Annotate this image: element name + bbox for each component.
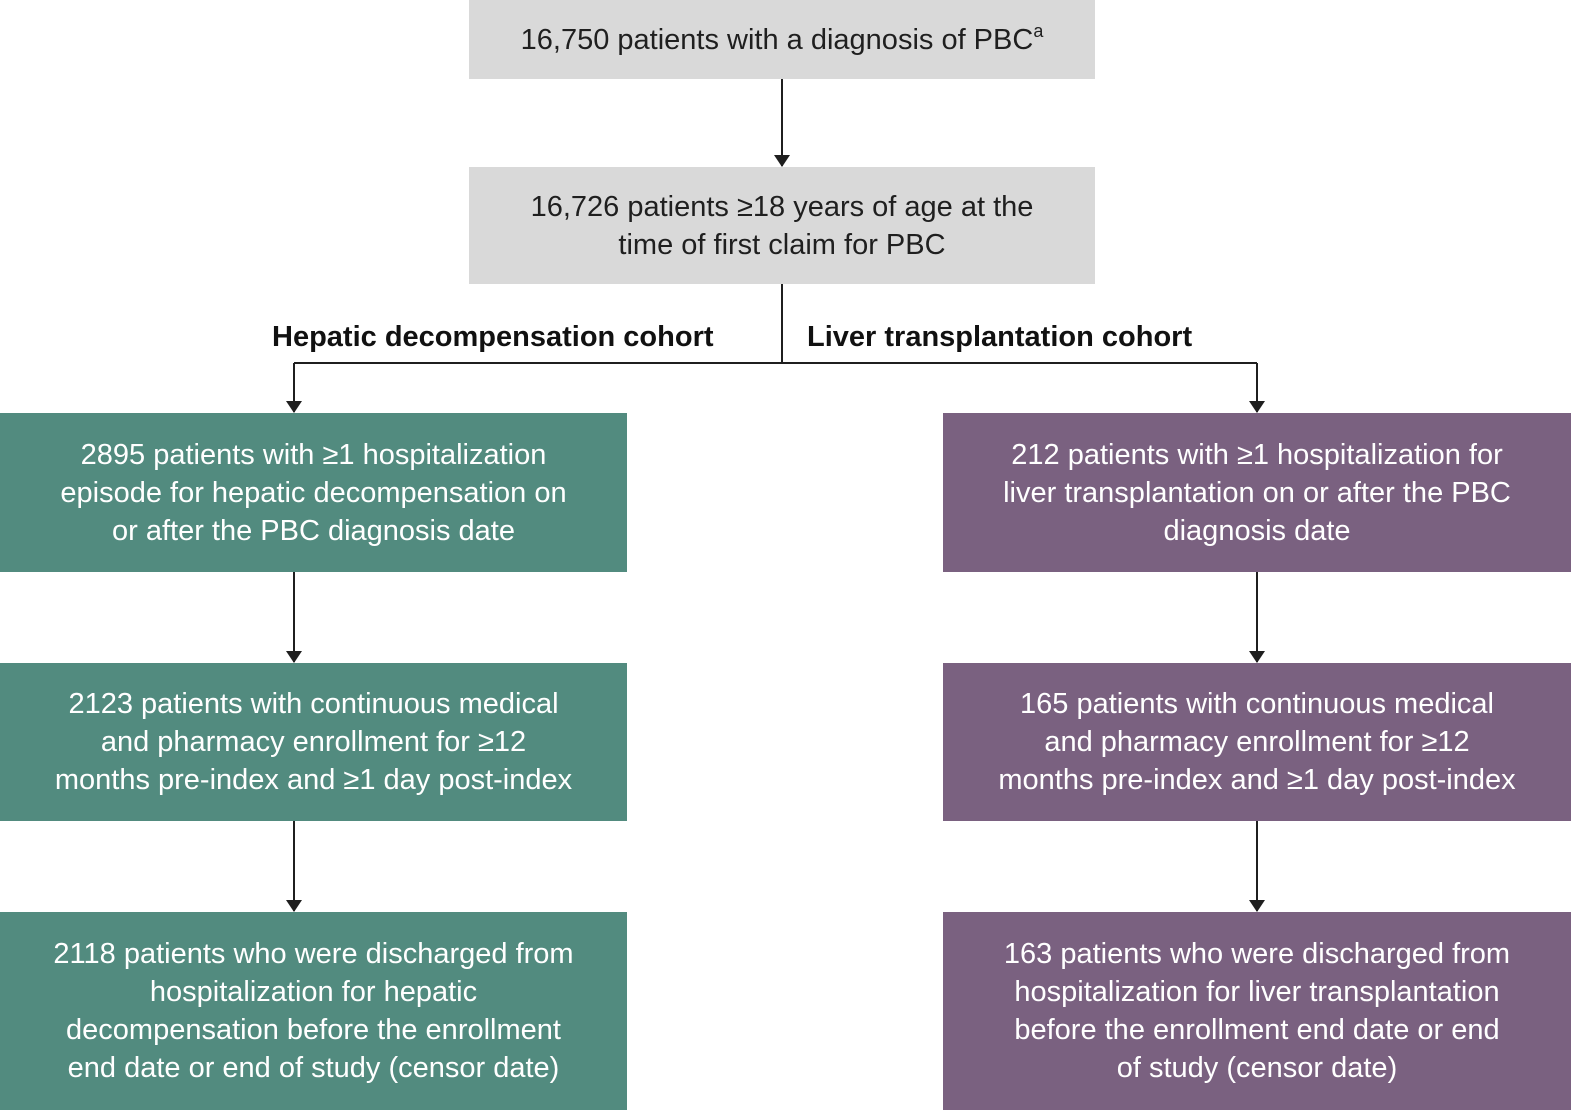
footnote-marker: a [1033, 20, 1044, 41]
liver-box-discharged: 163 patients who were discharged from ho… [943, 912, 1571, 1110]
hepatic-cohort-label: Hepatic decompensation cohort [272, 321, 714, 353]
hepatic-box-discharged: 2118 patients who were discharged from h… [0, 912, 627, 1110]
liver-box-line: 163 patients who were discharged from [1003, 938, 1511, 970]
liver-box-enrollment: 165 patients with continuous medical and… [943, 663, 1571, 821]
box-diagnosis-pbc-text: 16,750 patients with a diagnosis of PBC [520, 23, 1034, 56]
liver-box-line: and pharmacy enrollment for ≥12 [1044, 726, 1470, 758]
liver-box-line: of study (censor date) [1116, 1052, 1398, 1084]
liver-box-line: months pre-index and ≥1 day post-index [998, 764, 1516, 796]
hepatic-box-line: 2895 patients with ≥1 hospitalization [80, 438, 547, 471]
liver-box-line: liver transplantation on or after the PB… [1003, 476, 1511, 509]
liver-box-line: 212 patients with ≥1 hospitalization for [1011, 438, 1503, 471]
hepatic-box-line: or after the PBC diagnosis date [111, 514, 515, 547]
liver-cohort-label: Liver transplantation cohort [807, 321, 1193, 353]
liver-box-line: before the enrollment end date or end [1014, 1014, 1500, 1046]
hepatic-box-line: 2123 patients with continuous medical [68, 688, 559, 720]
liver-box-line: hospitalization for liver transplantatio… [1014, 976, 1500, 1008]
hepatic-box-hospitalization: 2895 patients with ≥1 hospitalization ep… [0, 413, 627, 572]
box-age-18-line: 16,726 patients ≥18 years of age at the [530, 190, 1034, 223]
hepatic-box-line: and pharmacy enrollment for ≥12 [100, 726, 527, 758]
hepatic-box-enrollment: 2123 patients with continuous medical an… [0, 663, 627, 821]
hepatic-box-line: hospitalization for hepatic [149, 976, 478, 1008]
hepatic-box-line: episode for hepatic decompensation on [60, 476, 567, 509]
hepatic-box-line: end date or end of study (censor date) [67, 1052, 560, 1084]
hepatic-box-line: months pre-index and ≥1 day post-index [54, 764, 573, 796]
hepatic-box-line: decompensation before the enrollment [66, 1014, 561, 1046]
liver-box-line: diagnosis date [1163, 514, 1351, 547]
hepatic-box-line: 2118 patients who were discharged from [53, 938, 574, 970]
liver-box-hospitalization: 212 patients with ≥1 hospitalization for… [943, 413, 1571, 572]
box-age-18-line: time of first claim for PBC [618, 228, 946, 261]
box-diagnosis-pbc: 16,750 patients with a diagnosis of PBCa [469, 0, 1095, 79]
box-age-18: 16,726 patients ≥18 years of age at the … [469, 167, 1095, 284]
liver-box-line: 165 patients with continuous medical [1020, 688, 1494, 720]
